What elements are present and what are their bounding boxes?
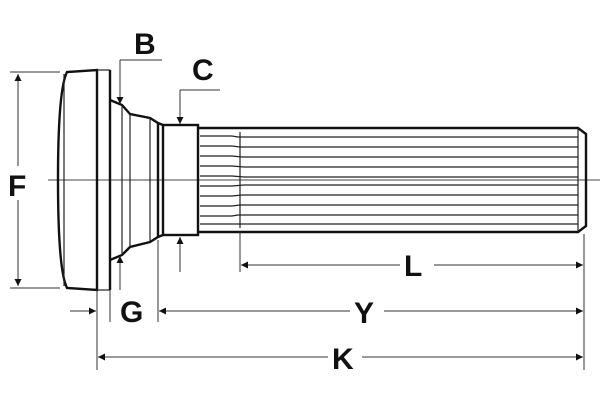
dimension-c: C — [176, 54, 220, 272]
dimension-b: B — [116, 28, 162, 290]
dimension-l: L — [239, 232, 585, 370]
label-g: G — [120, 296, 143, 329]
splined-shaft — [198, 126, 588, 234]
dimension-k: K — [98, 343, 583, 376]
label-b: B — [134, 28, 156, 61]
dimension-f: F — [6, 71, 60, 289]
label-k: K — [332, 343, 354, 376]
flange — [56, 68, 112, 292]
label-f: F — [8, 170, 26, 203]
dimension-g: G — [70, 290, 143, 370]
label-c: C — [192, 54, 214, 87]
label-l: L — [404, 250, 422, 283]
neck — [109, 98, 164, 262]
dimension-y: Y — [157, 240, 583, 330]
collar — [161, 123, 200, 237]
label-y: Y — [354, 297, 374, 330]
